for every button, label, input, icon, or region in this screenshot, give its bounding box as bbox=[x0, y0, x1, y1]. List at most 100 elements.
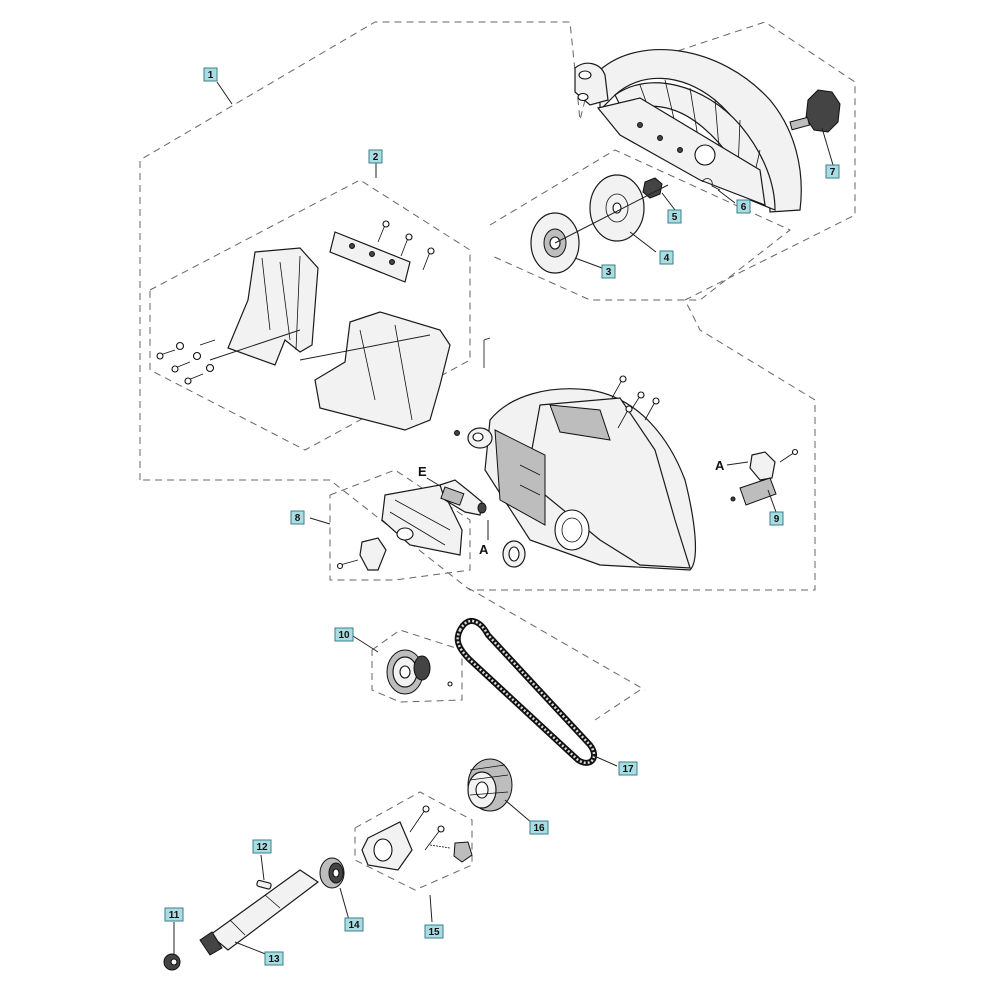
arm-arbor-ring bbox=[561, 517, 583, 543]
drive-shaft bbox=[209, 869, 320, 951]
svg-text:9: 9 bbox=[774, 514, 780, 525]
arbor-nut bbox=[642, 177, 663, 199]
adjustment-knob bbox=[805, 89, 841, 133]
group-8-boundary bbox=[329, 469, 471, 581]
belt-guide-line-2 bbox=[594, 689, 641, 721]
callout-15: 15 bbox=[424, 924, 444, 939]
guard-arbor-opening bbox=[694, 144, 716, 166]
outer-flange-ring bbox=[605, 193, 629, 223]
guard-bracket-plate bbox=[329, 231, 411, 283]
svg-text:5: 5 bbox=[672, 212, 678, 223]
blade-flanges bbox=[530, 174, 669, 274]
drive-pulley bbox=[467, 758, 513, 812]
svg-text:16: 16 bbox=[533, 823, 545, 834]
callout-10: 10 bbox=[334, 627, 354, 642]
guard-pin bbox=[483, 337, 491, 368]
bracket-screw-head bbox=[791, 448, 799, 456]
plate-hole-3 bbox=[389, 259, 395, 265]
housing-screw-head-1 bbox=[422, 805, 430, 813]
pulley-groove-lines bbox=[469, 764, 509, 796]
belt-tensioner-assembly bbox=[386, 649, 453, 695]
hose-guide-port bbox=[396, 527, 414, 541]
pivot-hole-lower bbox=[577, 92, 589, 102]
svg-text:1: 1 bbox=[208, 70, 214, 81]
water-valve-tap bbox=[440, 486, 465, 506]
upper-blade-guard bbox=[574, 49, 841, 213]
svg-text:12: 12 bbox=[256, 842, 268, 853]
callout-9: 9 bbox=[769, 511, 784, 526]
svg-text:14: 14 bbox=[348, 920, 360, 931]
belt-ribs bbox=[456, 619, 596, 765]
pivot-hole bbox=[578, 70, 592, 80]
housing-cap-nut bbox=[453, 841, 473, 863]
svg-text:10: 10 bbox=[338, 630, 350, 641]
label-e: E bbox=[418, 464, 427, 479]
bracket-9-assembly bbox=[730, 448, 799, 506]
flange-axis bbox=[554, 184, 669, 244]
label-e-leader bbox=[426, 477, 441, 487]
guard-bolt-1 bbox=[637, 122, 643, 128]
housing-screw-head-2 bbox=[437, 825, 445, 833]
nozzle-screw bbox=[339, 559, 359, 566]
shaft-nut-bore bbox=[170, 958, 178, 966]
water-valve-outlet bbox=[477, 502, 487, 514]
seal-bore bbox=[508, 546, 520, 562]
guard-bolt-3 bbox=[677, 147, 683, 153]
left-guard-ribs bbox=[261, 255, 301, 351]
arm-rail bbox=[494, 429, 546, 526]
callout-layer: 1 2 3 4 5 6 7 8 9 10 11 12 13 14 15 16 1… bbox=[164, 67, 840, 966]
tensioner-rim bbox=[413, 655, 431, 681]
shaft-key bbox=[256, 879, 272, 890]
hose-guide-ribs bbox=[389, 499, 451, 546]
shaft-assembly bbox=[163, 857, 345, 971]
guard-bolt-2 bbox=[657, 135, 663, 141]
svg-text:7: 7 bbox=[830, 167, 836, 178]
svg-text:15: 15 bbox=[428, 927, 440, 938]
callout-4: 4 bbox=[659, 250, 674, 265]
group-3-5-boundary bbox=[489, 149, 791, 301]
arm-arbor-opening bbox=[554, 509, 590, 551]
housing-screws bbox=[409, 809, 441, 851]
group-1-boundary bbox=[139, 21, 856, 591]
bearing-housing-assembly bbox=[361, 805, 473, 871]
callout-leaders bbox=[173, 81, 834, 956]
arm-screws bbox=[454, 375, 660, 436]
tensioner-washer bbox=[447, 681, 453, 687]
belt-guide-line bbox=[467, 587, 646, 691]
svg-text:8: 8 bbox=[295, 513, 301, 524]
guard-screws bbox=[156, 220, 435, 385]
knob-stud bbox=[789, 116, 811, 131]
hose-bracket bbox=[739, 477, 777, 506]
callout-3: 3 bbox=[601, 264, 616, 279]
splash-guard-assembly bbox=[156, 220, 491, 431]
callout-14: 14 bbox=[344, 917, 364, 932]
plate-hole-2 bbox=[369, 251, 375, 257]
left-splash-guard bbox=[227, 247, 319, 366]
label-a-hose: A bbox=[479, 542, 489, 557]
drive-pulley-bore bbox=[475, 781, 489, 799]
bearing-bore bbox=[332, 868, 340, 878]
housing-bore bbox=[373, 838, 393, 862]
hose-clamp bbox=[749, 451, 776, 481]
group-15-boundary bbox=[354, 791, 473, 891]
callout-2: 2 bbox=[368, 149, 383, 164]
retaining-clip bbox=[701, 178, 721, 191]
shaft-end bbox=[199, 931, 223, 956]
callout-6: 6 bbox=[736, 199, 751, 214]
bracket-nut bbox=[730, 496, 736, 502]
nozzle-screw-head bbox=[336, 562, 344, 570]
belt-outline bbox=[454, 618, 598, 766]
callout-13: 13 bbox=[264, 951, 284, 966]
blade-guard-shell bbox=[599, 49, 802, 213]
svg-text:4: 4 bbox=[664, 253, 670, 264]
callout-1: 1 bbox=[203, 67, 218, 82]
shaft-shoulders bbox=[229, 894, 281, 936]
svg-text:3: 3 bbox=[606, 267, 612, 278]
callout-7: 7 bbox=[825, 164, 840, 179]
callout-11: 11 bbox=[164, 907, 184, 922]
label-a-bracket: A bbox=[715, 458, 725, 473]
callout-17: 17 bbox=[618, 761, 638, 776]
label-a-bracket-leader bbox=[726, 461, 749, 466]
water-kit-assembly bbox=[336, 479, 487, 571]
